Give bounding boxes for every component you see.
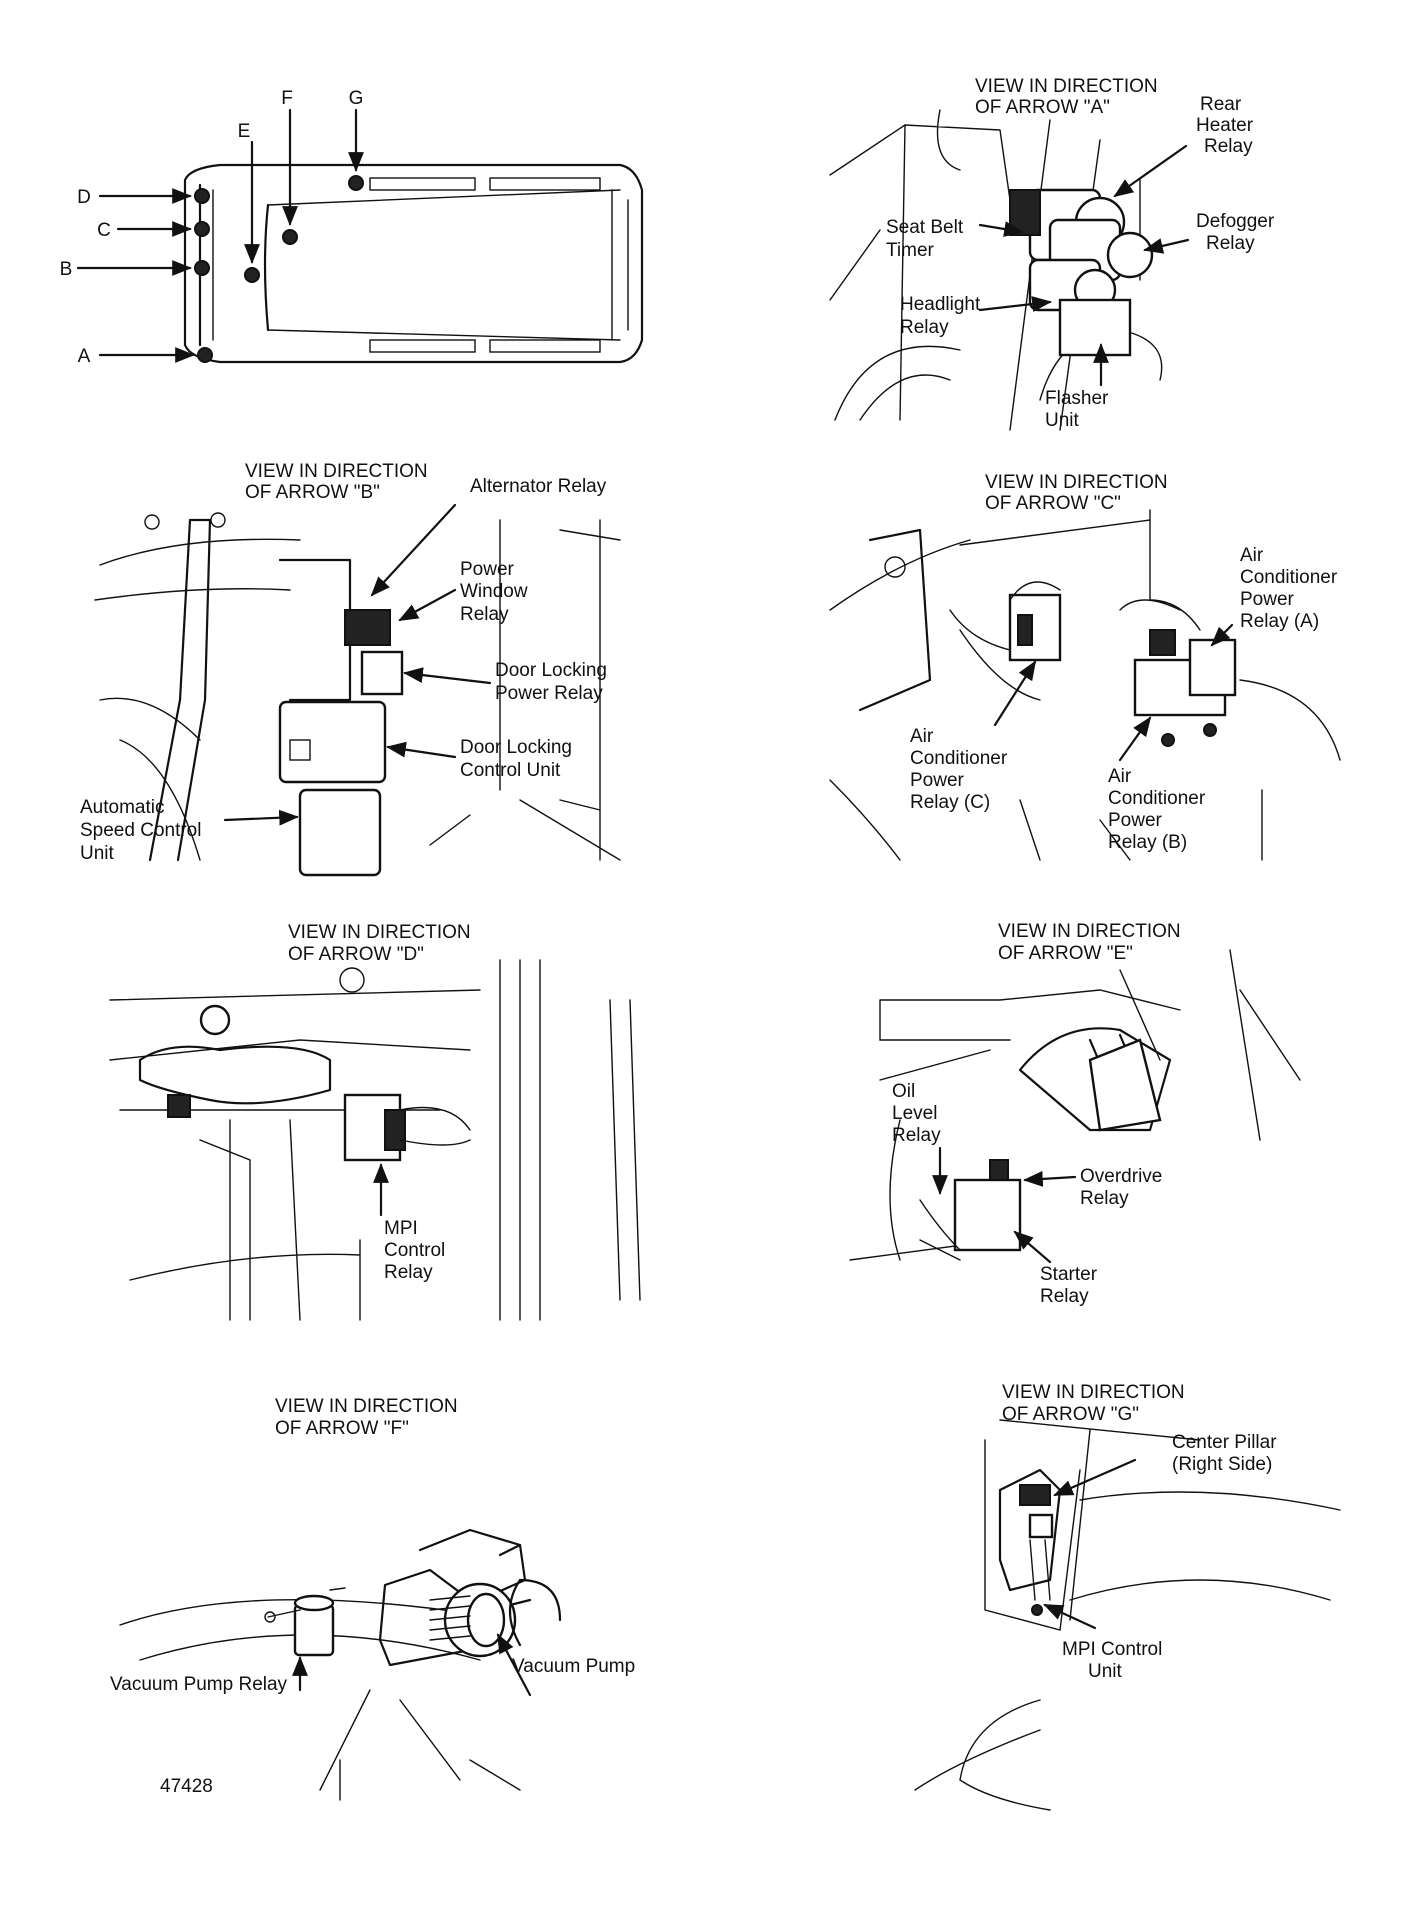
power-window-relay-label-3: Relay xyxy=(460,604,509,625)
oil-level-relay-label-2: Level xyxy=(892,1103,937,1124)
ac-power-relay-c-label-4: Relay (C) xyxy=(910,792,990,813)
ac-power-relay-a-label-2: Conditioner xyxy=(1240,567,1338,588)
panel-a-header-1: VIEW IN DIRECTION xyxy=(975,76,1158,97)
mpi-control-relay-label-3: Relay xyxy=(384,1262,433,1283)
ac-power-relay-b-label-3: Power xyxy=(1108,810,1163,831)
panel-g-header-1: VIEW IN DIRECTION xyxy=(1002,1382,1185,1403)
ac-power-relay-c-label-1: Air xyxy=(910,726,934,747)
door-locking-power-relay-label-1: Door Locking xyxy=(495,660,607,681)
mpi-control-relay-label-1: MPI xyxy=(384,1218,418,1239)
ac-power-relay-b-label-4: Relay (B) xyxy=(1108,832,1187,853)
ac-power-relay-a-label-4: Relay (A) xyxy=(1240,611,1319,632)
panel-view-d: VIEW IN DIRECTION OF ARROW "D" MPI Contr… xyxy=(109,922,641,1321)
ac-power-relay-c-label-2: Conditioner xyxy=(910,748,1008,769)
flasher-unit-label-1: Flasher xyxy=(1045,388,1109,409)
panel-view-b: VIEW IN DIRECTION OF ARROW "B" Alternato… xyxy=(80,461,621,877)
panel-a-header-2: OF ARROW "A" xyxy=(975,97,1110,118)
panel-view-f: VIEW IN DIRECTION OF ARROW "F" Vacuum Pu… xyxy=(110,1396,635,1801)
panel-e-header-1: VIEW IN DIRECTION xyxy=(998,921,1181,942)
letter-g: G xyxy=(349,88,364,109)
letter-a: A xyxy=(78,346,91,367)
rear-heater-relay-label-2: Heater xyxy=(1196,115,1254,136)
automatic-speed-control-unit-label-2: Speed Control xyxy=(80,820,201,841)
headlight-relay-label-2: Relay xyxy=(900,317,949,338)
figure-number: 47428 xyxy=(160,1776,213,1797)
vacuum-pump-relay-label: Vacuum Pump Relay xyxy=(110,1674,288,1695)
rear-heater-relay-label-3: Relay xyxy=(1204,136,1253,157)
point-a xyxy=(197,347,213,363)
rear-heater-relay-label-1: Rear xyxy=(1200,94,1242,115)
overdrive-relay-label-2: Relay xyxy=(1080,1188,1129,1209)
point-c xyxy=(194,221,210,237)
panel-g-header-2: OF ARROW "G" xyxy=(1002,1404,1139,1425)
letter-f: F xyxy=(281,88,293,109)
power-window-relay-label-2: Window xyxy=(460,581,528,602)
ac-power-relay-a-label-1: Air xyxy=(1240,545,1264,566)
mpi-control-relay-label-2: Control xyxy=(384,1240,445,1261)
mpi-control-unit-label-2: Unit xyxy=(1088,1661,1123,1682)
ac-power-relay-b-label-1: Air xyxy=(1108,766,1132,787)
automatic-speed-control-unit-label-1: Automatic xyxy=(80,797,164,818)
panel-view-c: VIEW IN DIRECTION OF ARROW "C" Air Condi… xyxy=(829,472,1341,861)
alternator-relay-label: Alternator Relay xyxy=(470,476,607,497)
defogger-relay-label-2: Relay xyxy=(1206,233,1255,254)
seat-belt-timer-label-2: Timer xyxy=(886,240,935,261)
panel-f-header-1: VIEW IN DIRECTION xyxy=(275,1396,458,1417)
ac-power-relay-b-label-2: Conditioner xyxy=(1108,788,1206,809)
letter-b: B xyxy=(60,259,73,280)
panel-view-g: VIEW IN DIRECTION OF ARROW "G" Center Pi… xyxy=(914,1382,1341,1811)
panel-view-e: VIEW IN DIRECTION OF ARROW "E" Oil Level… xyxy=(849,921,1301,1307)
center-pillar-label-2: (Right Side) xyxy=(1172,1454,1272,1475)
letter-e: E xyxy=(238,121,251,142)
panel-b-header-1: VIEW IN DIRECTION xyxy=(245,461,428,482)
door-locking-control-unit-label-2: Control Unit xyxy=(460,760,561,781)
oil-level-relay-label-1: Oil xyxy=(892,1081,915,1102)
seat-belt-timer-label-1: Seat Belt xyxy=(886,217,964,238)
panel-view-a: VIEW IN DIRECTION OF ARROW "A" Rear Heat… xyxy=(829,76,1275,431)
door-locking-control-unit-label-1: Door Locking xyxy=(460,737,572,758)
panel-c-header-1: VIEW IN DIRECTION xyxy=(985,472,1168,493)
point-g xyxy=(348,175,364,191)
point-f xyxy=(282,229,298,245)
starter-relay-label-2: Relay xyxy=(1040,1286,1089,1307)
point-d xyxy=(194,188,210,204)
oil-level-relay-label-3: Relay xyxy=(892,1125,941,1146)
automatic-speed-control-unit-label-3: Unit xyxy=(80,843,115,864)
flasher-unit-label-2: Unit xyxy=(1045,410,1080,431)
vehicle-key-view: D C B A E F G xyxy=(60,88,644,367)
center-pillar-label-1: Center Pillar xyxy=(1172,1432,1277,1453)
ac-power-relay-a-label-3: Power xyxy=(1240,589,1295,610)
vacuum-pump-label: Vacuum Pump xyxy=(512,1656,635,1677)
letter-c: C xyxy=(97,220,111,241)
panel-f-header-2: OF ARROW "F" xyxy=(275,1418,409,1439)
point-e xyxy=(244,267,260,283)
starter-relay-label-1: Starter xyxy=(1040,1264,1098,1285)
mpi-control-unit-label-1: MPI Control xyxy=(1062,1639,1162,1660)
ac-power-relay-c-label-3: Power xyxy=(910,770,965,791)
defogger-relay-label-1: Defogger xyxy=(1196,211,1275,232)
door-locking-power-relay-label-2: Power Relay xyxy=(495,683,603,704)
power-window-relay-label-1: Power xyxy=(460,559,515,580)
panel-d-header-2: OF ARROW "D" xyxy=(288,944,424,965)
overdrive-relay-label-1: Overdrive xyxy=(1080,1166,1162,1187)
panel-d-header-1: VIEW IN DIRECTION xyxy=(288,922,471,943)
point-b xyxy=(194,260,210,276)
letter-d: D xyxy=(77,187,91,208)
headlight-relay-label-1: Headlight xyxy=(900,294,981,315)
panel-c-header-2: OF ARROW "C" xyxy=(985,493,1121,514)
panel-b-header-2: OF ARROW "B" xyxy=(245,482,380,503)
panel-e-header-2: OF ARROW "E" xyxy=(998,943,1133,964)
